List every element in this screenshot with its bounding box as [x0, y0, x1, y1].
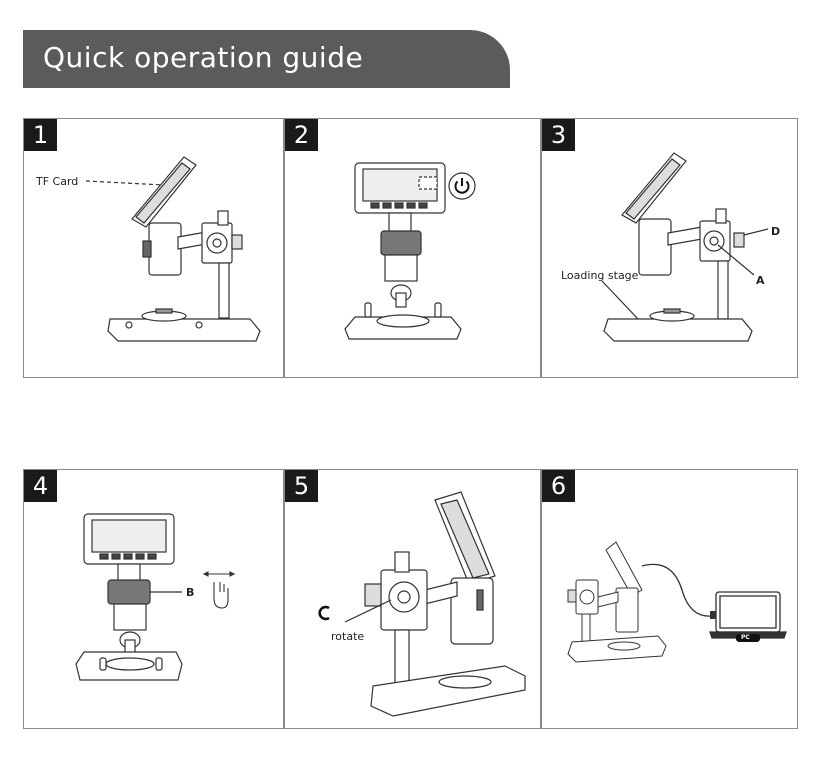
- hand-icon: [202, 571, 236, 609]
- microscope-illustration-1: [85, 156, 261, 342]
- microscope-illustration-5: [344, 491, 526, 717]
- step-number-3: 3: [542, 119, 575, 151]
- microscope-illustration-4: [75, 513, 183, 681]
- usb-plug: [710, 611, 720, 619]
- step-number-5: 5: [285, 470, 318, 502]
- step-panel-2: 2: [284, 118, 541, 378]
- step-number-1: 1: [24, 119, 57, 151]
- microscope-illustration-2: [344, 162, 462, 340]
- step-panel-5: 5 rotate C: [284, 469, 541, 729]
- label-d: D: [771, 225, 781, 238]
- step-panel-1: 1 TF Card: [23, 118, 284, 378]
- step-panel-6: 6 PC: [541, 469, 798, 729]
- step-panel-4: 4 B: [23, 469, 284, 729]
- label-rotate: rotate: [331, 630, 365, 643]
- header-banner: Quick operation guide: [23, 30, 510, 88]
- power-icon: [448, 172, 476, 200]
- step-number-6: 6: [542, 470, 575, 502]
- step-panel-3: 3 D A Loading stage: [541, 118, 798, 378]
- page-title: Quick operation guide: [43, 41, 364, 74]
- microscope-illustration-3: [601, 152, 769, 342]
- step-number-2: 2: [285, 119, 318, 151]
- label-b: B: [186, 586, 195, 599]
- label-pc: PC: [741, 634, 750, 641]
- usb-cable-icon: [641, 563, 713, 617]
- rotate-arrow-icon: [318, 605, 330, 621]
- label-loading-stage: Loading stage: [561, 269, 639, 282]
- step-number-4: 4: [24, 470, 57, 502]
- label-tf-card: TF Card: [36, 175, 79, 188]
- microscope-illustration-6: [567, 541, 720, 663]
- label-a: A: [756, 274, 765, 287]
- laptop-icon: [709, 591, 787, 642]
